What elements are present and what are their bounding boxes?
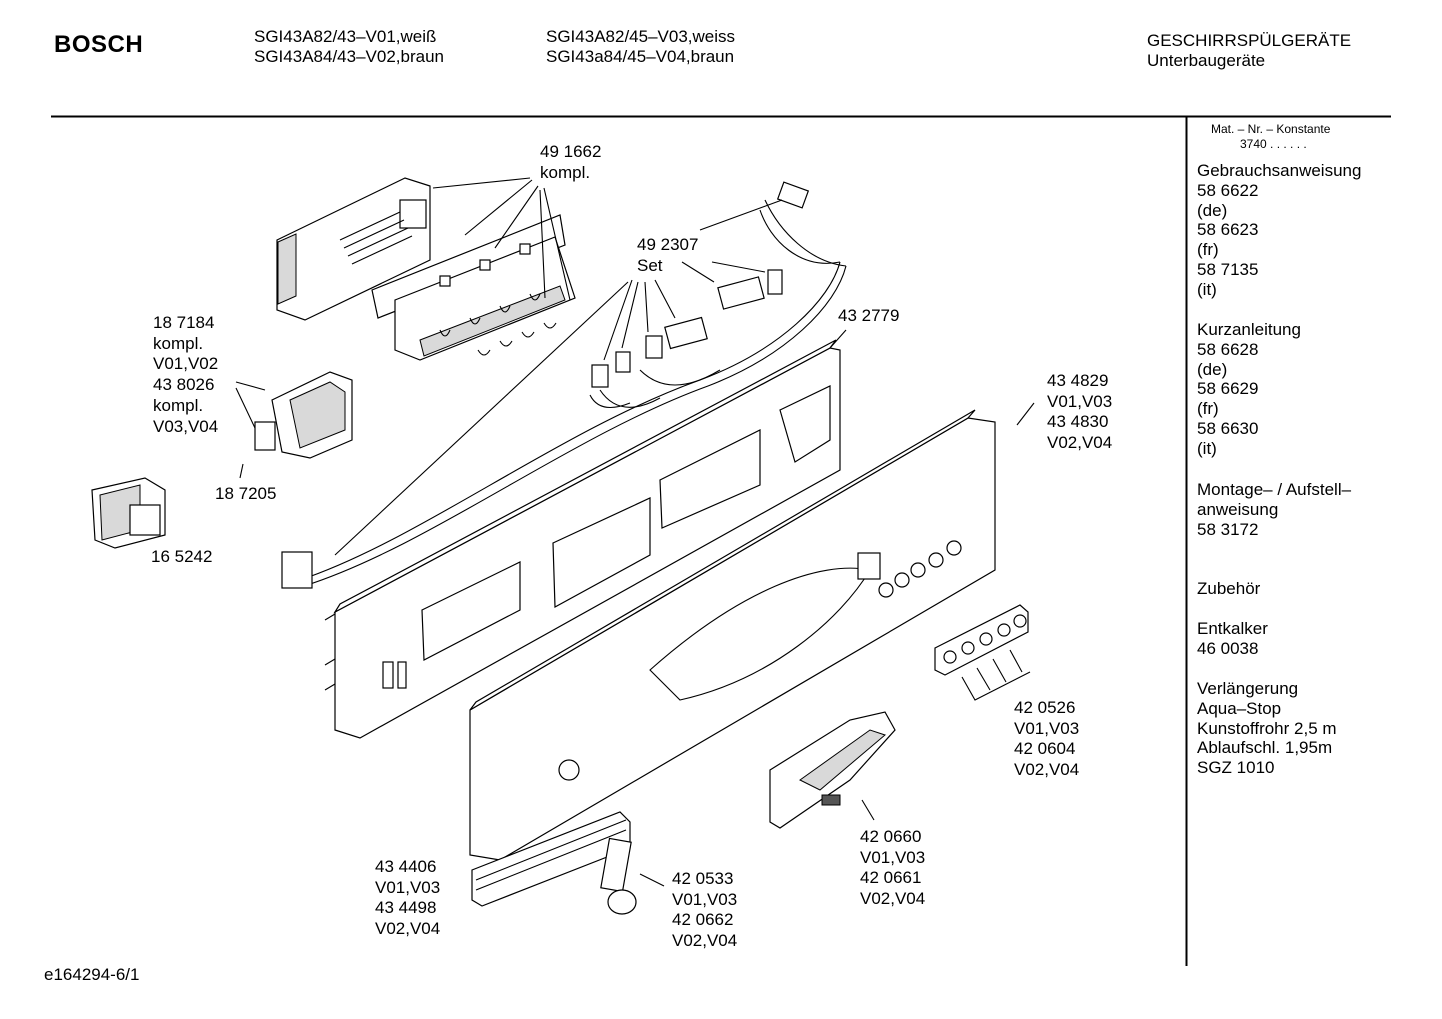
callout-434829: 43 4829 V01,V03 43 4830 V02,V04 xyxy=(1047,371,1112,454)
callout-491662: 49 1662 kompl. xyxy=(540,142,601,183)
part-number: 43 4406 xyxy=(375,857,437,876)
part-variant: V01,V03 xyxy=(672,889,738,909)
sidebar-section-descaler: Entkalker 46 0038 xyxy=(1197,619,1268,659)
part-variant: V02,V04 xyxy=(1014,760,1080,780)
switch-part xyxy=(254,371,353,459)
button-strip-part xyxy=(934,604,1029,676)
part-number: 43 4830 xyxy=(1047,412,1109,432)
part-number: 49 2307 xyxy=(637,235,699,254)
doc-number: 58 7135 xyxy=(1197,259,1259,279)
section-title: Montage– / Aufstell– xyxy=(1197,480,1352,499)
section-title: Zubehör xyxy=(1197,579,1261,598)
part-number: 42 0660 xyxy=(860,827,922,846)
section-title: Kurzanleitung xyxy=(1197,320,1301,339)
section-item: Ablaufschl. 1,95m xyxy=(1197,738,1333,758)
part-number: 49 1662 xyxy=(540,142,602,161)
callout-165242: 16 5242 xyxy=(151,547,212,568)
model-line: SGI43A82/43–V01,weiß xyxy=(254,27,437,46)
mat-number-header: Mat. – Nr. – Konstante xyxy=(1211,122,1331,136)
doc-language: (fr) xyxy=(1197,240,1219,260)
model-line: SGI43A82/45–V03,weiss xyxy=(546,27,736,46)
part-variant: V01,V03 xyxy=(375,877,441,897)
part-variant: V02,V04 xyxy=(375,919,441,939)
control-panel-part xyxy=(469,409,996,861)
section-title: anweisung xyxy=(1197,499,1279,519)
part-variant: V01,V02 xyxy=(153,354,219,374)
callout-187205: 18 7205 xyxy=(215,484,276,505)
part-variant: V02,V04 xyxy=(672,931,738,951)
sidebar-section-extension: Verlängerung Aqua–Stop Kunstoffrohr 2,5 … xyxy=(1197,679,1337,778)
cover-strip-part xyxy=(471,811,631,907)
part-note: kompl. xyxy=(540,162,591,182)
part-number: 42 0526 xyxy=(1014,698,1076,717)
callout-432779: 43 2779 xyxy=(838,306,899,327)
part-variant: V03,V04 xyxy=(153,416,219,436)
doc-language: (de) xyxy=(1197,359,1228,379)
callout-492307: 49 2307 Set xyxy=(637,235,698,276)
section-item: Kunstoffrohr 2,5 m xyxy=(1197,718,1337,738)
part-number: 42 0661 xyxy=(860,868,922,888)
doc-number: 58 3172 xyxy=(1197,519,1259,539)
part-number: 42 0533 xyxy=(672,869,734,888)
doc-number: 58 6630 xyxy=(1197,418,1259,438)
callout-420660: 42 0660 V01,V03 42 0661 V02,V04 xyxy=(860,827,925,910)
doc-number: 58 6622 xyxy=(1197,180,1259,200)
part-number: 18 7184 xyxy=(153,313,215,332)
part-number: 42 0662 xyxy=(672,910,734,930)
doc-number: 58 6629 xyxy=(1197,379,1259,399)
part-number: 18 7205 xyxy=(215,484,277,503)
model-list-1: SGI43A82/43–V01,weiß SGI43A84/43–V02,bra… xyxy=(254,27,444,67)
part-number: 43 8026 xyxy=(153,375,215,395)
section-item: Aqua–Stop xyxy=(1197,698,1282,718)
part-number: 16 5242 xyxy=(151,547,213,566)
part-number: 42 0604 xyxy=(1014,739,1076,759)
part-number: 43 4829 xyxy=(1047,371,1109,390)
part-variant: V01,V03 xyxy=(860,847,926,867)
callout-420533: 42 0533 V01,V03 42 0662 V02,V04 xyxy=(672,869,737,952)
document-id: e164294-6/1 xyxy=(44,965,140,984)
section-title: Entkalker xyxy=(1197,619,1268,638)
part-note: Set xyxy=(637,255,663,275)
brand-logo: BOSCH xyxy=(54,31,144,58)
part-note: kompl. xyxy=(153,395,204,415)
part-variant: V02,V04 xyxy=(1047,433,1113,453)
doc-number: 58 6623 xyxy=(1197,220,1259,240)
section-item: SGZ 1010 xyxy=(1197,758,1275,778)
section-title: Verlängerung xyxy=(1197,679,1299,698)
mat-number-value: 3740 . . . . . . xyxy=(1240,137,1307,151)
part-number: 43 2779 xyxy=(838,306,900,325)
callout-420526: 42 0526 V01,V03 42 0604 V02,V04 xyxy=(1014,698,1079,781)
model-line: SGI43A84/43–V02,braun xyxy=(254,47,444,66)
part-variant: V01,V03 xyxy=(1014,718,1080,738)
terminal-block-part xyxy=(91,477,166,549)
doc-language: (fr) xyxy=(1197,399,1219,419)
sidebar-section-accessories: Zubehör xyxy=(1197,579,1260,599)
doc-language: (de) xyxy=(1197,200,1228,220)
sidebar-section-manual: Gebrauchsanweisung 58 6622 (de) 58 6623 … xyxy=(1197,161,1361,300)
knob-part xyxy=(600,837,637,915)
part-variant: V02,V04 xyxy=(860,889,926,909)
doc-language: (it) xyxy=(1197,438,1217,458)
part-note: kompl. xyxy=(153,333,204,353)
model-list-2: SGI43A82/45–V03,weiss SGI43a84/45–V04,br… xyxy=(546,27,735,67)
category-line: GESCHIRRSPÜLGERÄTE xyxy=(1147,31,1352,50)
front-frame-part xyxy=(324,339,841,739)
category-line: Unterbaugeräte xyxy=(1147,51,1266,70)
category-title: GESCHIRRSPÜLGERÄTE Unterbaugeräte xyxy=(1147,31,1351,71)
doc-number: 46 0038 xyxy=(1197,638,1259,658)
part-variant: V01,V03 xyxy=(1047,391,1113,411)
sidebar-section-quickguide: Kurzanleitung 58 6628 (de) 58 6629 (fr) … xyxy=(1197,320,1301,459)
callout-187184: 18 7184 kompl. V01,V02 43 8026 kompl. V0… xyxy=(153,313,218,437)
wiring-harness-part xyxy=(281,181,847,589)
callout-434406: 43 4406 V01,V03 43 4498 V02,V04 xyxy=(375,857,440,940)
doc-language: (it) xyxy=(1197,279,1217,299)
section-title: Gebrauchsanweisung xyxy=(1197,161,1362,180)
control-module-part xyxy=(276,177,576,361)
sidebar-section-installation: Montage– / Aufstell– anweisung 58 3172 xyxy=(1197,480,1351,539)
handle-part xyxy=(769,711,896,829)
model-line: SGI43a84/45–V04,braun xyxy=(546,47,735,66)
part-number: 43 4498 xyxy=(375,898,437,918)
doc-number: 58 6628 xyxy=(1197,339,1259,359)
